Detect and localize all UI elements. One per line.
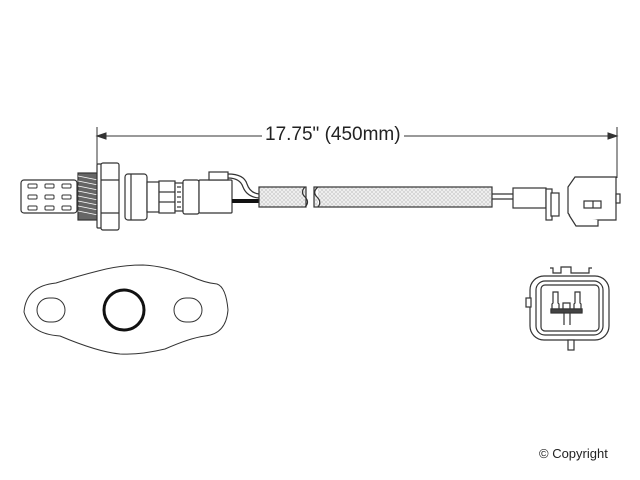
flange-gasket bbox=[23, 264, 229, 355]
sensor-side-view bbox=[20, 162, 260, 231]
hex-nut bbox=[100, 162, 120, 231]
connector-plug bbox=[512, 176, 621, 227]
boot-connector bbox=[198, 179, 233, 214]
wire-harness bbox=[258, 186, 513, 208]
dimension-label: 17.75" (450mm) bbox=[262, 124, 404, 146]
connector-end-view bbox=[525, 266, 610, 351]
copyright-notice: © Copyright bbox=[539, 446, 608, 461]
